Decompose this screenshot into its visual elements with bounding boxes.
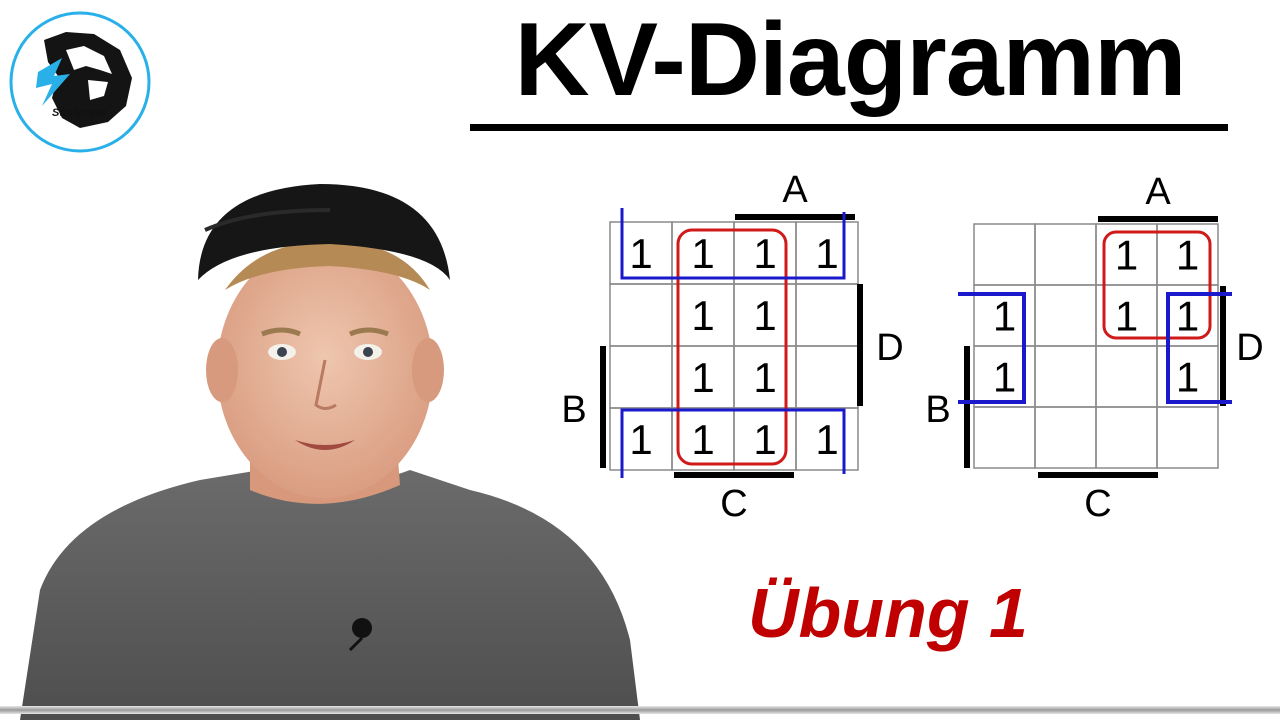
group-blue-top: [620, 208, 846, 280]
kmap-cell-2-2: [1095, 345, 1158, 408]
variable-bar-d: [1220, 286, 1226, 406]
kmap-cell-3-2: [1095, 406, 1158, 469]
kmap-value-0-3: 1: [1176, 232, 1199, 279]
group-blue-right: [1166, 292, 1232, 404]
group-red: [1102, 230, 1212, 340]
variable-bar-b: [600, 346, 606, 468]
label-c: C: [1084, 483, 1111, 525]
variable-bar-d: [857, 284, 863, 406]
kmap-cell-2-3: [795, 345, 859, 409]
kmap-cell-3-3: [795, 407, 859, 471]
kmap-value-3-0: 1: [629, 416, 652, 463]
kmap-value-0-1: 1: [691, 230, 714, 277]
kmap-value-3-3: 1: [815, 416, 838, 463]
title-underline: [470, 124, 1228, 131]
exercise-subtitle: Übung 1: [748, 574, 1028, 652]
label-b: B: [561, 389, 586, 431]
kmap-grid: [609, 221, 859, 471]
kmap-cell-1-1: [1034, 284, 1097, 347]
bottom-bar: [0, 706, 1280, 714]
kmap-value-2-2: 1: [753, 354, 776, 401]
kmap-cell-0-0: [973, 223, 1036, 286]
group-blue-bottom: [620, 408, 846, 478]
kmap-cell-2-0: [609, 345, 673, 409]
kmap-cell-1-0: [609, 283, 673, 347]
kmap-value-1-0: 1: [993, 293, 1016, 340]
kmap-value-2-0: 1: [993, 354, 1016, 401]
kmap-value-1-2: 1: [1115, 293, 1138, 340]
presenter-photo: [20, 184, 640, 720]
logo-text: Studytiger: [52, 107, 107, 119]
kmap-cell-3-1: [1034, 406, 1097, 469]
kmap-value-1-3: 1: [1176, 293, 1199, 340]
variable-bar-b: [964, 346, 970, 468]
variable-bar-c: [1038, 472, 1158, 478]
page-title: KV-Diagramm: [514, 2, 1187, 118]
kmap-cell-3-3: [1156, 406, 1219, 469]
kmap-value-0-2: 1: [753, 230, 776, 277]
group-red: [676, 228, 788, 466]
kmap-cell-0-1: [1034, 223, 1097, 286]
studytiger-logo: Studytiger: [8, 10, 152, 154]
kmap-value-1-1: 1: [691, 292, 714, 339]
label-a: A: [782, 169, 808, 211]
variable-bar-a: [735, 214, 855, 220]
kmap-value-0-3: 1: [815, 230, 838, 277]
label-d: D: [1236, 327, 1263, 369]
kmap-value-2-1: 1: [691, 354, 714, 401]
tiger-head-icon: [9, 11, 151, 153]
kmap-value-0-2: 1: [1115, 232, 1138, 279]
kmap-value-2-3: 1: [1176, 354, 1199, 401]
kmap-value-1-2: 1: [753, 292, 776, 339]
kmap-cell-1-3: [795, 283, 859, 347]
label-b: B: [925, 389, 950, 431]
label-a: A: [1145, 171, 1171, 213]
group-blue-left: [958, 292, 1026, 404]
label-d: D: [876, 327, 903, 369]
kmap-grid: [973, 223, 1219, 469]
variable-bar-a: [1098, 216, 1218, 222]
kmap-value-0-0: 1: [629, 230, 652, 277]
kmap-value-3-2: 1: [753, 416, 776, 463]
variable-bar-c: [674, 472, 794, 478]
kmap-cell-2-1: [1034, 345, 1097, 408]
kmap-value-3-1: 1: [691, 416, 714, 463]
label-c: C: [720, 483, 747, 525]
kmap-cell-3-0: [973, 406, 1036, 469]
